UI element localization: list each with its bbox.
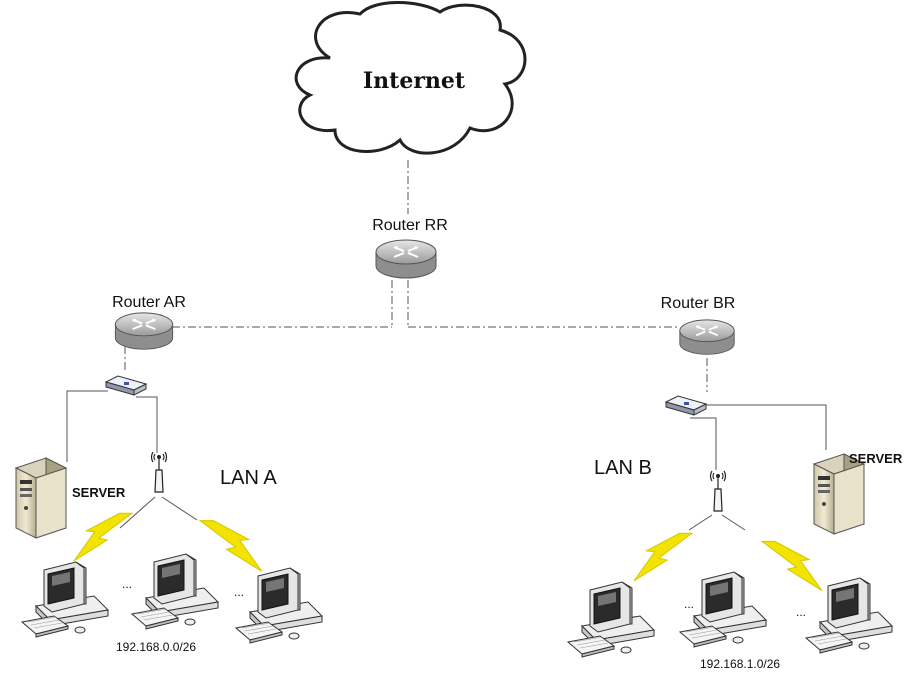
lan-b: SERVER LAN B ... ... 192.168.1.0/26 (567, 395, 903, 671)
wireless-bolt-a-left (73, 512, 133, 562)
network-links (66, 160, 827, 531)
link-hub-b-ap (690, 417, 717, 470)
wireless-bolt-a-right (199, 520, 263, 572)
link-hub-b-server (704, 404, 827, 450)
router-br-label: Router BR (661, 295, 736, 312)
link-ap-b-left (688, 514, 713, 531)
lan-b-label: LAN B (594, 457, 652, 479)
access-point-a-icon (150, 451, 168, 493)
internet-cloud: Internet (294, 1, 527, 155)
link-ap-b-right (721, 514, 746, 531)
hub-a-icon (105, 375, 147, 396)
wireless-bolt-b-left (633, 532, 693, 582)
router-ar-label: Router AR (112, 294, 186, 311)
access-point-b-icon (709, 470, 727, 512)
lan-a-subnet: 192.168.0.0/26 (116, 640, 196, 654)
lan-b-ellipsis-2: ... (796, 605, 806, 619)
router-rr: Router RR (372, 217, 448, 279)
server-a-icon (15, 457, 67, 539)
lan-b-subnet: 192.168.1.0/26 (700, 657, 780, 671)
router-ar: Router AR (112, 294, 186, 351)
link-ap-a-right (161, 496, 198, 521)
router-br: Router BR (661, 295, 736, 356)
link-hub-a-ap (136, 396, 158, 453)
lan-a-ellipsis-1: ... (122, 577, 132, 591)
lan-a: SERVER LAN A ... ... 192.168.0.0/26 (15, 375, 323, 654)
server-b-icon (813, 453, 865, 535)
link-hub-a-server (66, 390, 108, 462)
lan-b-ellipsis-1: ... (684, 597, 694, 611)
server-b-label: SERVER (849, 451, 903, 466)
wireless-bolt-b-right (761, 540, 823, 592)
router-rr-label: Router RR (372, 217, 448, 234)
internet-label: Internet (363, 68, 466, 94)
pc-a-3-icon (235, 567, 323, 644)
pc-a-1-icon (21, 561, 109, 638)
server-a-label: SERVER (72, 485, 126, 500)
hub-b-icon (665, 395, 707, 416)
lan-a-label: LAN A (220, 467, 277, 489)
link-ap-a-left (119, 496, 156, 529)
lan-a-ellipsis-2: ... (234, 585, 244, 599)
cloud-shape (294, 1, 527, 155)
pc-b-1-icon (567, 581, 655, 658)
pc-a-2-icon (131, 553, 219, 630)
